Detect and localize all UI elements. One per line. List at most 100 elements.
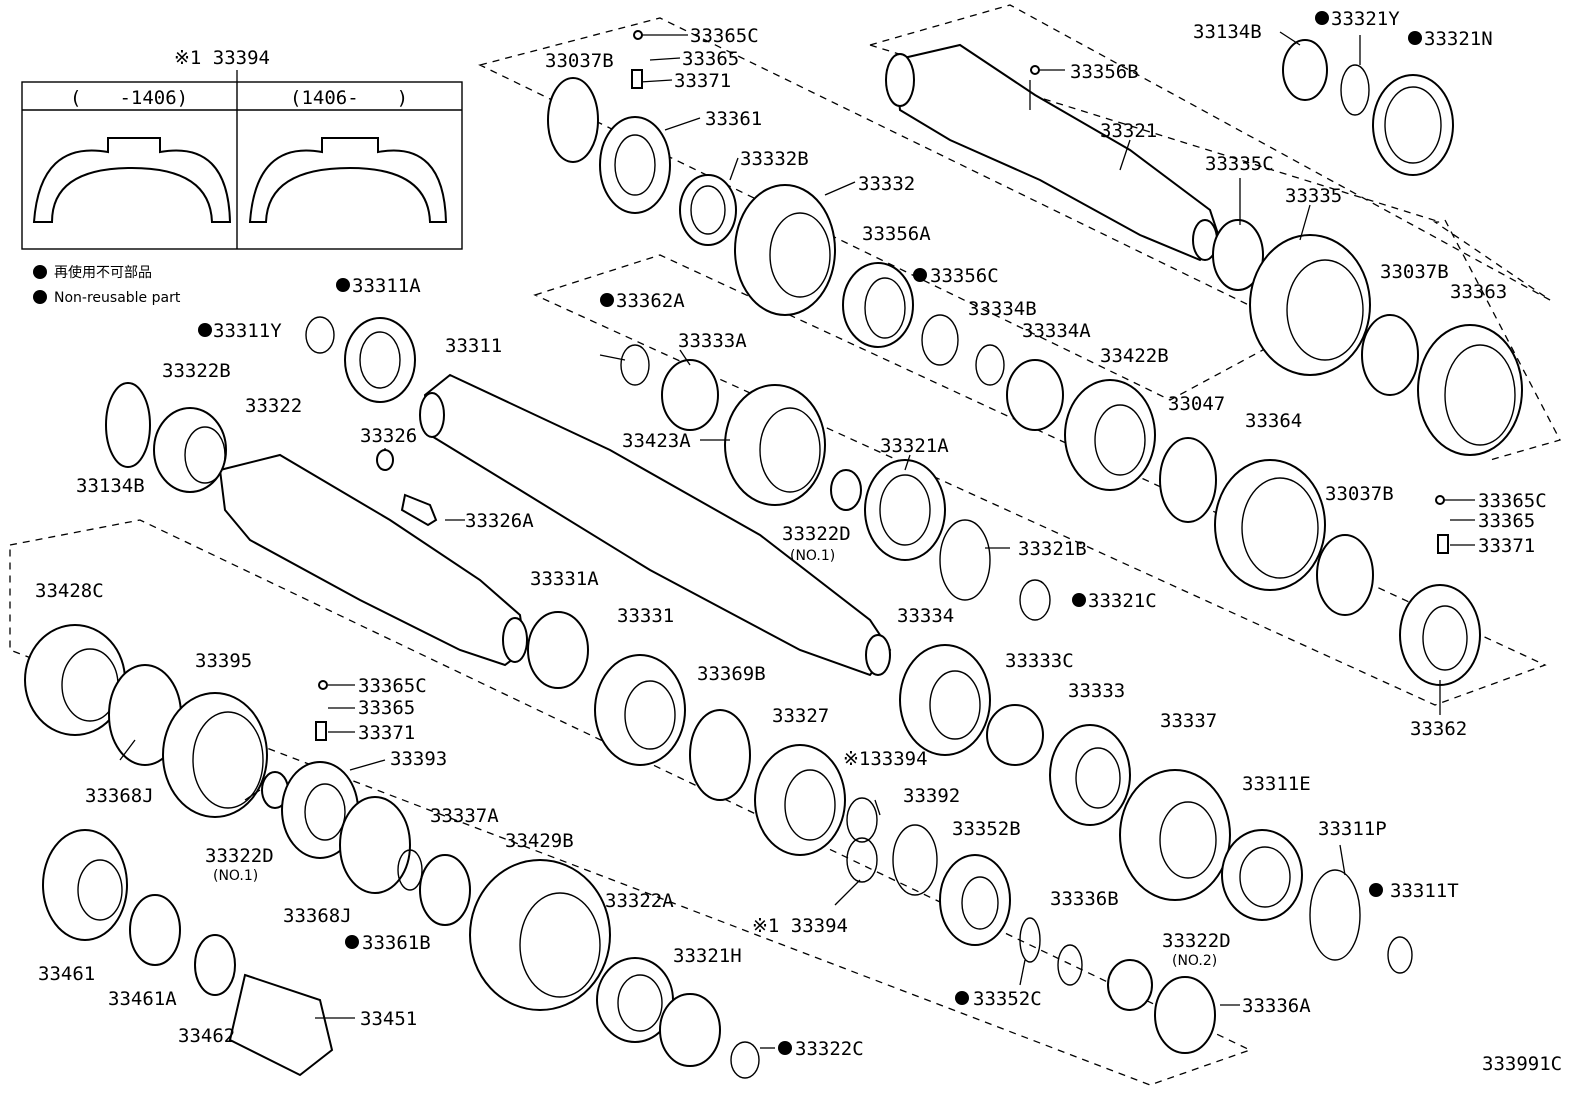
label-33365C: 33365C xyxy=(690,25,759,47)
label-33337A: 33337A xyxy=(430,805,499,827)
detent-parts xyxy=(315,30,1449,741)
label-33428C: 33428C xyxy=(35,580,104,602)
label-33332B: 33332B xyxy=(740,148,809,170)
label-33394-a: ※133394 xyxy=(843,748,928,770)
label-33365C-b: 33365C xyxy=(1478,490,1547,512)
label-33365-b: 33365 xyxy=(1478,510,1535,532)
label-33356B: 33356B xyxy=(1070,61,1139,83)
label-33332: 33332 xyxy=(858,173,915,195)
gear-rings xyxy=(24,39,1523,1079)
label-33331A: 33331A xyxy=(530,568,599,590)
label-33368J-b: 33368J xyxy=(283,905,352,927)
label-33365-c: 33365 xyxy=(358,697,415,719)
input-shaft-33311 xyxy=(419,373,892,677)
thrust-washer-early-shape xyxy=(32,137,232,223)
label-33451: 33451 xyxy=(360,1008,417,1030)
label-33394-b: ※1 33394 xyxy=(752,915,848,937)
label-33393: 33393 xyxy=(390,748,447,770)
label-33311E: 33311E xyxy=(1242,773,1311,795)
label-33037B-c: 33037B xyxy=(1325,483,1394,505)
sleeve-33451 xyxy=(228,973,334,1077)
label-33364: 33364 xyxy=(1245,410,1302,432)
label-33371: 33371 xyxy=(674,70,731,92)
label-33392: 33392 xyxy=(903,785,960,807)
label-33362: 33362 xyxy=(1410,718,1467,740)
label-33334B: 33334B xyxy=(968,298,1037,320)
label-33462: 33462 xyxy=(178,1025,235,1047)
label-33311T: 33311T xyxy=(1390,880,1459,902)
label-33037B-b: 33037B xyxy=(1380,261,1449,283)
label-33365C-c: 33365C xyxy=(358,675,427,697)
label-33334A: 33334A xyxy=(1022,320,1091,342)
group-outline-output-shaft xyxy=(869,4,1551,301)
label-33352B: 33352B xyxy=(952,818,1021,840)
label-33321C: 33321C xyxy=(1088,590,1157,612)
non-reusable-dot-icon xyxy=(33,265,47,279)
non-reusable-markers xyxy=(198,11,1422,1055)
label-33326: 33326 xyxy=(360,425,417,447)
label-33322D-b: 33322D xyxy=(205,845,274,867)
label-33321A: 33321A xyxy=(880,435,949,457)
leader-lines xyxy=(119,31,1475,1049)
label-33322A: 33322A xyxy=(605,890,674,912)
label-33333C: 33333C xyxy=(1005,650,1074,672)
inset-ref-label: ※1 33394 xyxy=(174,47,270,69)
label-33322D: 33322D xyxy=(782,523,851,545)
label-33461A: 33461A xyxy=(108,988,177,1010)
label-33327: 33327 xyxy=(772,705,829,727)
label-33336B: 33336B xyxy=(1050,888,1119,910)
label-33361B: 33361B xyxy=(362,932,431,954)
label-33322C: 33322C xyxy=(795,1038,864,1060)
label-33422B: 33422B xyxy=(1100,345,1169,367)
label-33321Y: 33321Y xyxy=(1331,8,1400,30)
note-no1-b: (NO.1) xyxy=(213,868,258,884)
label-33429B: 33429B xyxy=(505,830,574,852)
label-33356A: 33356A xyxy=(862,223,931,245)
label-33321B: 33321B xyxy=(1018,538,1087,560)
label-33331: 33331 xyxy=(617,605,674,627)
group-outline-top-right xyxy=(1444,219,1561,461)
note-no2: (NO.2) xyxy=(1172,953,1217,969)
label-33352C: 33352C xyxy=(973,988,1042,1010)
legend-jp: 再使用不可部品 xyxy=(54,264,152,281)
group-outline-middle xyxy=(533,254,1547,706)
label-33361: 33361 xyxy=(705,108,762,130)
label-33395: 33395 xyxy=(195,650,252,672)
inset-left-caption: ( -1406) xyxy=(70,87,188,109)
label-33321N: 33321N xyxy=(1424,28,1493,50)
label-33369B: 33369B xyxy=(697,663,766,685)
label-33335C: 33335C xyxy=(1205,153,1274,175)
label-33311A: 33311A xyxy=(352,275,421,297)
thrust-washer-late-shape xyxy=(248,137,448,223)
label-33311P: 33311P xyxy=(1318,818,1387,840)
label-33356C: 33356C xyxy=(930,265,999,287)
label-33363: 33363 xyxy=(1450,281,1507,303)
label-33321: 33321 xyxy=(1100,120,1157,142)
label-33336A: 33336A xyxy=(1242,995,1311,1017)
countershaft-33322 xyxy=(218,453,528,667)
legend-en: Non-reusable part xyxy=(54,290,181,306)
output-shaft-33321 xyxy=(885,43,1222,262)
label-33311Y: 33311Y xyxy=(213,320,282,342)
group-outline-lower xyxy=(9,519,1252,1086)
label-33134B-b: 33134B xyxy=(76,475,145,497)
inset-right-caption: (1406- ) xyxy=(290,87,408,109)
label-33334: 33334 xyxy=(897,605,954,627)
label-33333: 33333 xyxy=(1068,680,1125,702)
inset-box xyxy=(21,81,463,250)
label-33321H: 33321H xyxy=(673,945,742,967)
label-33362A: 33362A xyxy=(616,290,685,312)
note-no1-a: (NO.1) xyxy=(790,548,835,564)
label-33326A: 33326A xyxy=(465,510,534,532)
label-33322B: 33322B xyxy=(162,360,231,382)
label-33322: 33322 xyxy=(245,395,302,417)
label-33037B: 33037B xyxy=(545,50,614,72)
label-33047: 33047 xyxy=(1168,393,1225,415)
label-33371-b: 33371 xyxy=(1478,535,1535,557)
label-33461: 33461 xyxy=(38,963,95,985)
label-33134B: 33134B xyxy=(1193,21,1262,43)
label-33371-c: 33371 xyxy=(358,722,415,744)
label-33335: 33335 xyxy=(1285,185,1342,207)
